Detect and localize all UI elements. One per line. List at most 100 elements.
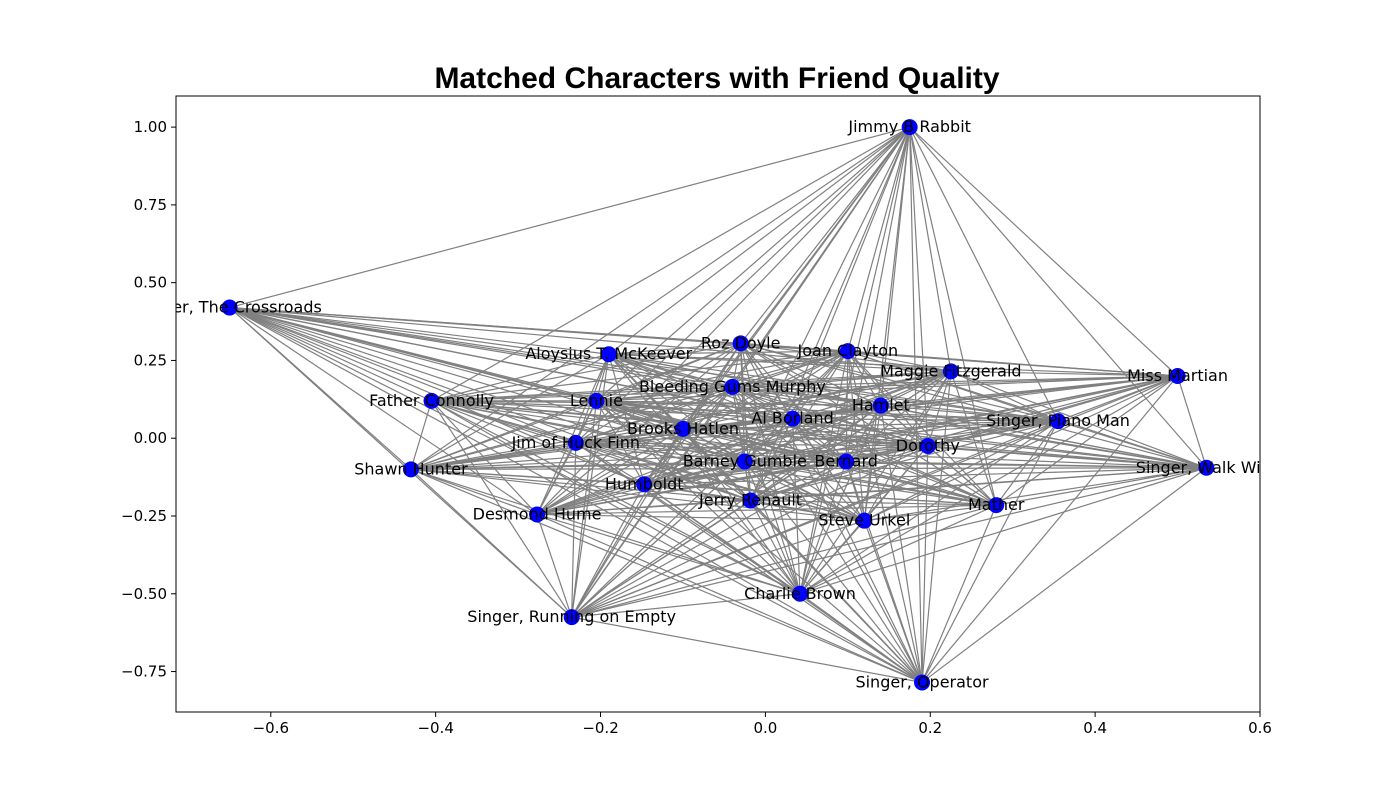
node-label: Humboldt	[605, 474, 684, 493]
node-marker	[914, 674, 931, 691]
node-label: Jerry Renault	[698, 490, 802, 509]
edge	[847, 350, 951, 372]
edge	[596, 400, 751, 501]
edge	[880, 404, 1059, 422]
edge	[744, 445, 928, 463]
edge	[909, 126, 997, 506]
edge	[927, 445, 997, 506]
edge	[575, 126, 911, 444]
edge	[431, 370, 951, 402]
edge	[431, 350, 848, 402]
edge	[571, 499, 751, 618]
edge	[608, 342, 741, 355]
edge	[644, 445, 928, 485]
node-label: Lennie	[570, 391, 623, 410]
x-tick-label: −0.2	[582, 719, 618, 737]
x-tick-label: 0.2	[918, 719, 942, 737]
edge	[410, 445, 928, 470]
edge	[608, 354, 645, 485]
edge	[431, 400, 1207, 469]
node-marker	[784, 410, 801, 427]
node-label: Miss Martian	[1127, 366, 1228, 385]
edge	[847, 350, 1178, 377]
chart-title: Matched Characters with Friend Quality	[434, 62, 999, 95]
edge	[744, 405, 882, 463]
edge	[863, 520, 923, 683]
node-label: Dorothy	[896, 436, 960, 455]
edge	[740, 126, 911, 344]
edge	[799, 504, 997, 595]
edge	[847, 126, 911, 352]
edge	[644, 467, 1207, 485]
edge	[682, 428, 847, 463]
edge	[229, 126, 910, 309]
edge	[950, 370, 1059, 422]
edge	[799, 520, 865, 595]
edge	[927, 445, 1207, 469]
node-marker	[839, 343, 856, 360]
node-marker	[674, 420, 691, 437]
node-marker	[872, 397, 889, 414]
edge	[536, 404, 881, 516]
edge	[537, 504, 997, 516]
node-marker	[423, 392, 440, 409]
edge	[732, 386, 793, 420]
node-label: Hamlet	[852, 396, 910, 415]
mask-left	[0, 0, 176, 800]
edge	[799, 375, 1178, 595]
edge	[410, 420, 1059, 470]
edge	[682, 386, 733, 430]
node-marker	[732, 335, 749, 352]
node-label: Singer, Walk With	[1136, 458, 1277, 477]
mask-bottom	[0, 712, 1400, 800]
y-tick-label: −0.50	[121, 585, 167, 603]
node-marker	[838, 453, 855, 470]
edge	[536, 513, 923, 683]
edge	[571, 520, 865, 618]
edge	[536, 386, 733, 515]
edge	[229, 306, 609, 355]
node-label: Al Borland	[751, 409, 833, 428]
edge	[608, 353, 847, 463]
edge	[864, 467, 1207, 522]
edge	[950, 370, 1207, 469]
edge	[996, 467, 1207, 506]
y-tick-label: 1.00	[134, 118, 167, 136]
edge	[847, 350, 1207, 469]
node-label: Roz Doyle	[701, 333, 781, 352]
edge	[750, 500, 923, 683]
edge	[410, 342, 741, 470]
edge	[536, 460, 847, 516]
edge	[740, 342, 1207, 469]
edge	[799, 467, 1207, 595]
x-tick-label: 0.6	[1248, 719, 1272, 737]
edge	[732, 386, 1059, 422]
y-tick-label: −0.75	[121, 663, 167, 681]
edge	[229, 306, 577, 444]
node-marker	[221, 299, 238, 316]
edge	[571, 405, 882, 618]
edge	[571, 483, 645, 618]
node-label: Shawn Hunter	[354, 459, 468, 478]
edge	[744, 420, 1059, 463]
node-marker	[402, 461, 419, 478]
y-tick-label: 0.25	[134, 351, 167, 369]
edge	[950, 370, 1178, 377]
edge	[410, 442, 576, 470]
edge	[575, 442, 645, 485]
edge	[575, 442, 751, 502]
edge	[229, 307, 573, 618]
edge	[571, 400, 598, 618]
y-tick-label: 0.00	[134, 429, 167, 447]
node-label: Jimmy B Rabbit	[847, 117, 971, 136]
edge	[575, 442, 928, 447]
edge	[431, 400, 573, 618]
edge	[410, 468, 923, 683]
edge	[995, 375, 1178, 506]
x-tick-label: −0.4	[417, 719, 453, 737]
node-label: Bernard	[814, 452, 878, 471]
edge	[571, 461, 847, 618]
edge	[431, 400, 645, 485]
